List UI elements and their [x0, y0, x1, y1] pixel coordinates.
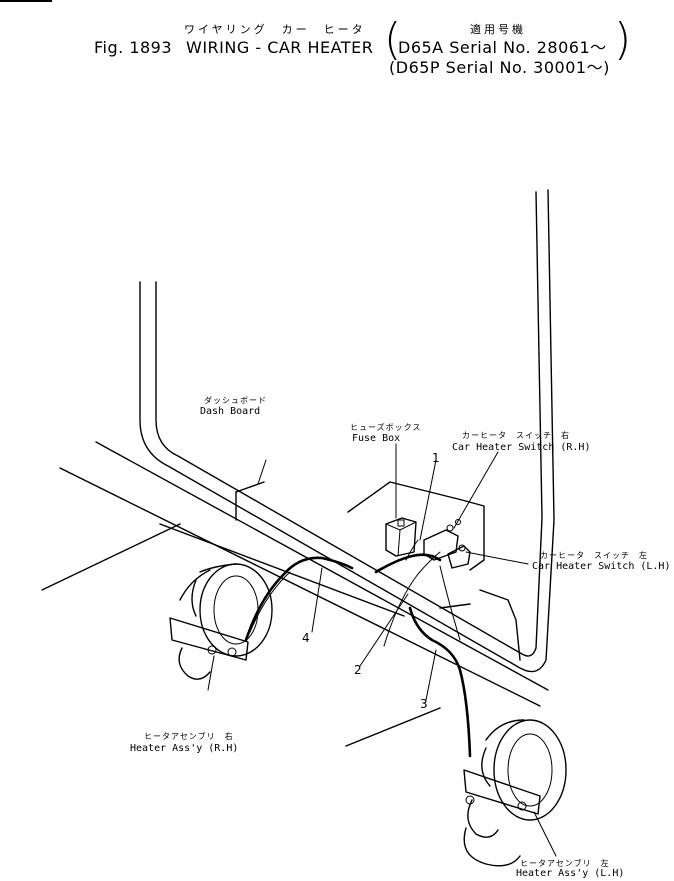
callout-3: 3 [420, 697, 428, 711]
switch-rh-label: Car Heater Switch (R.H) [452, 442, 591, 453]
wire-harness-2 [383, 551, 441, 647]
wire-harness-3 [408, 565, 472, 758]
fuse-box-label: Fuse Box [352, 433, 401, 444]
heater-rh-label: Heater Ass'y (R.H) [130, 743, 239, 754]
heater-rh-jp-label: ヒータアセンブリ 右 [144, 732, 234, 741]
paren-close: ) [614, 14, 632, 65]
title-jp: ワイヤリング カー ヒータ [184, 23, 366, 36]
applic-jp: 適用号機 [470, 23, 526, 36]
heater-lh-jp-label: ヒータアセンブリ 左 [520, 859, 610, 868]
dash-board-jp-label: ダッシュボード [204, 396, 267, 405]
corner-rule [0, 0, 52, 2]
wire-harness-1 [374, 539, 442, 574]
heater-lh-label: Heater Ass'y (L.H) [516, 868, 625, 879]
title-en: WIRING - CAR HEATER [186, 38, 374, 57]
wire-harness-4 [244, 556, 354, 642]
serial-p: (D65P Serial No. 30001～) [389, 58, 610, 77]
dash-board [41, 441, 549, 747]
switch-lh-jp-label: カーヒータ スイッチ 左 [540, 551, 648, 560]
switch-rh-jp-label: カーヒータ スイッチ 右 [462, 431, 570, 440]
heater-rh [169, 563, 273, 680]
serial-a: D65A Serial No. 28061～ [398, 38, 607, 57]
fig-label: Fig. 1893 [94, 38, 173, 57]
heater-lh [463, 719, 567, 867]
paren-open: ( [384, 14, 402, 65]
leader-lines [207, 443, 557, 857]
switch-lh-label: Car Heater Switch (L.H) [532, 561, 671, 572]
fuse-box [385, 517, 417, 557]
callout-1: 1 [432, 451, 440, 465]
callout-4: 4 [302, 631, 310, 645]
switch-lh [447, 544, 471, 569]
fuse-box-jp-label: ヒューズボックス [350, 423, 422, 432]
callout-2: 2 [354, 663, 362, 677]
cab-frame [139, 189, 555, 673]
dash-board-label: Dash Board [200, 406, 261, 417]
